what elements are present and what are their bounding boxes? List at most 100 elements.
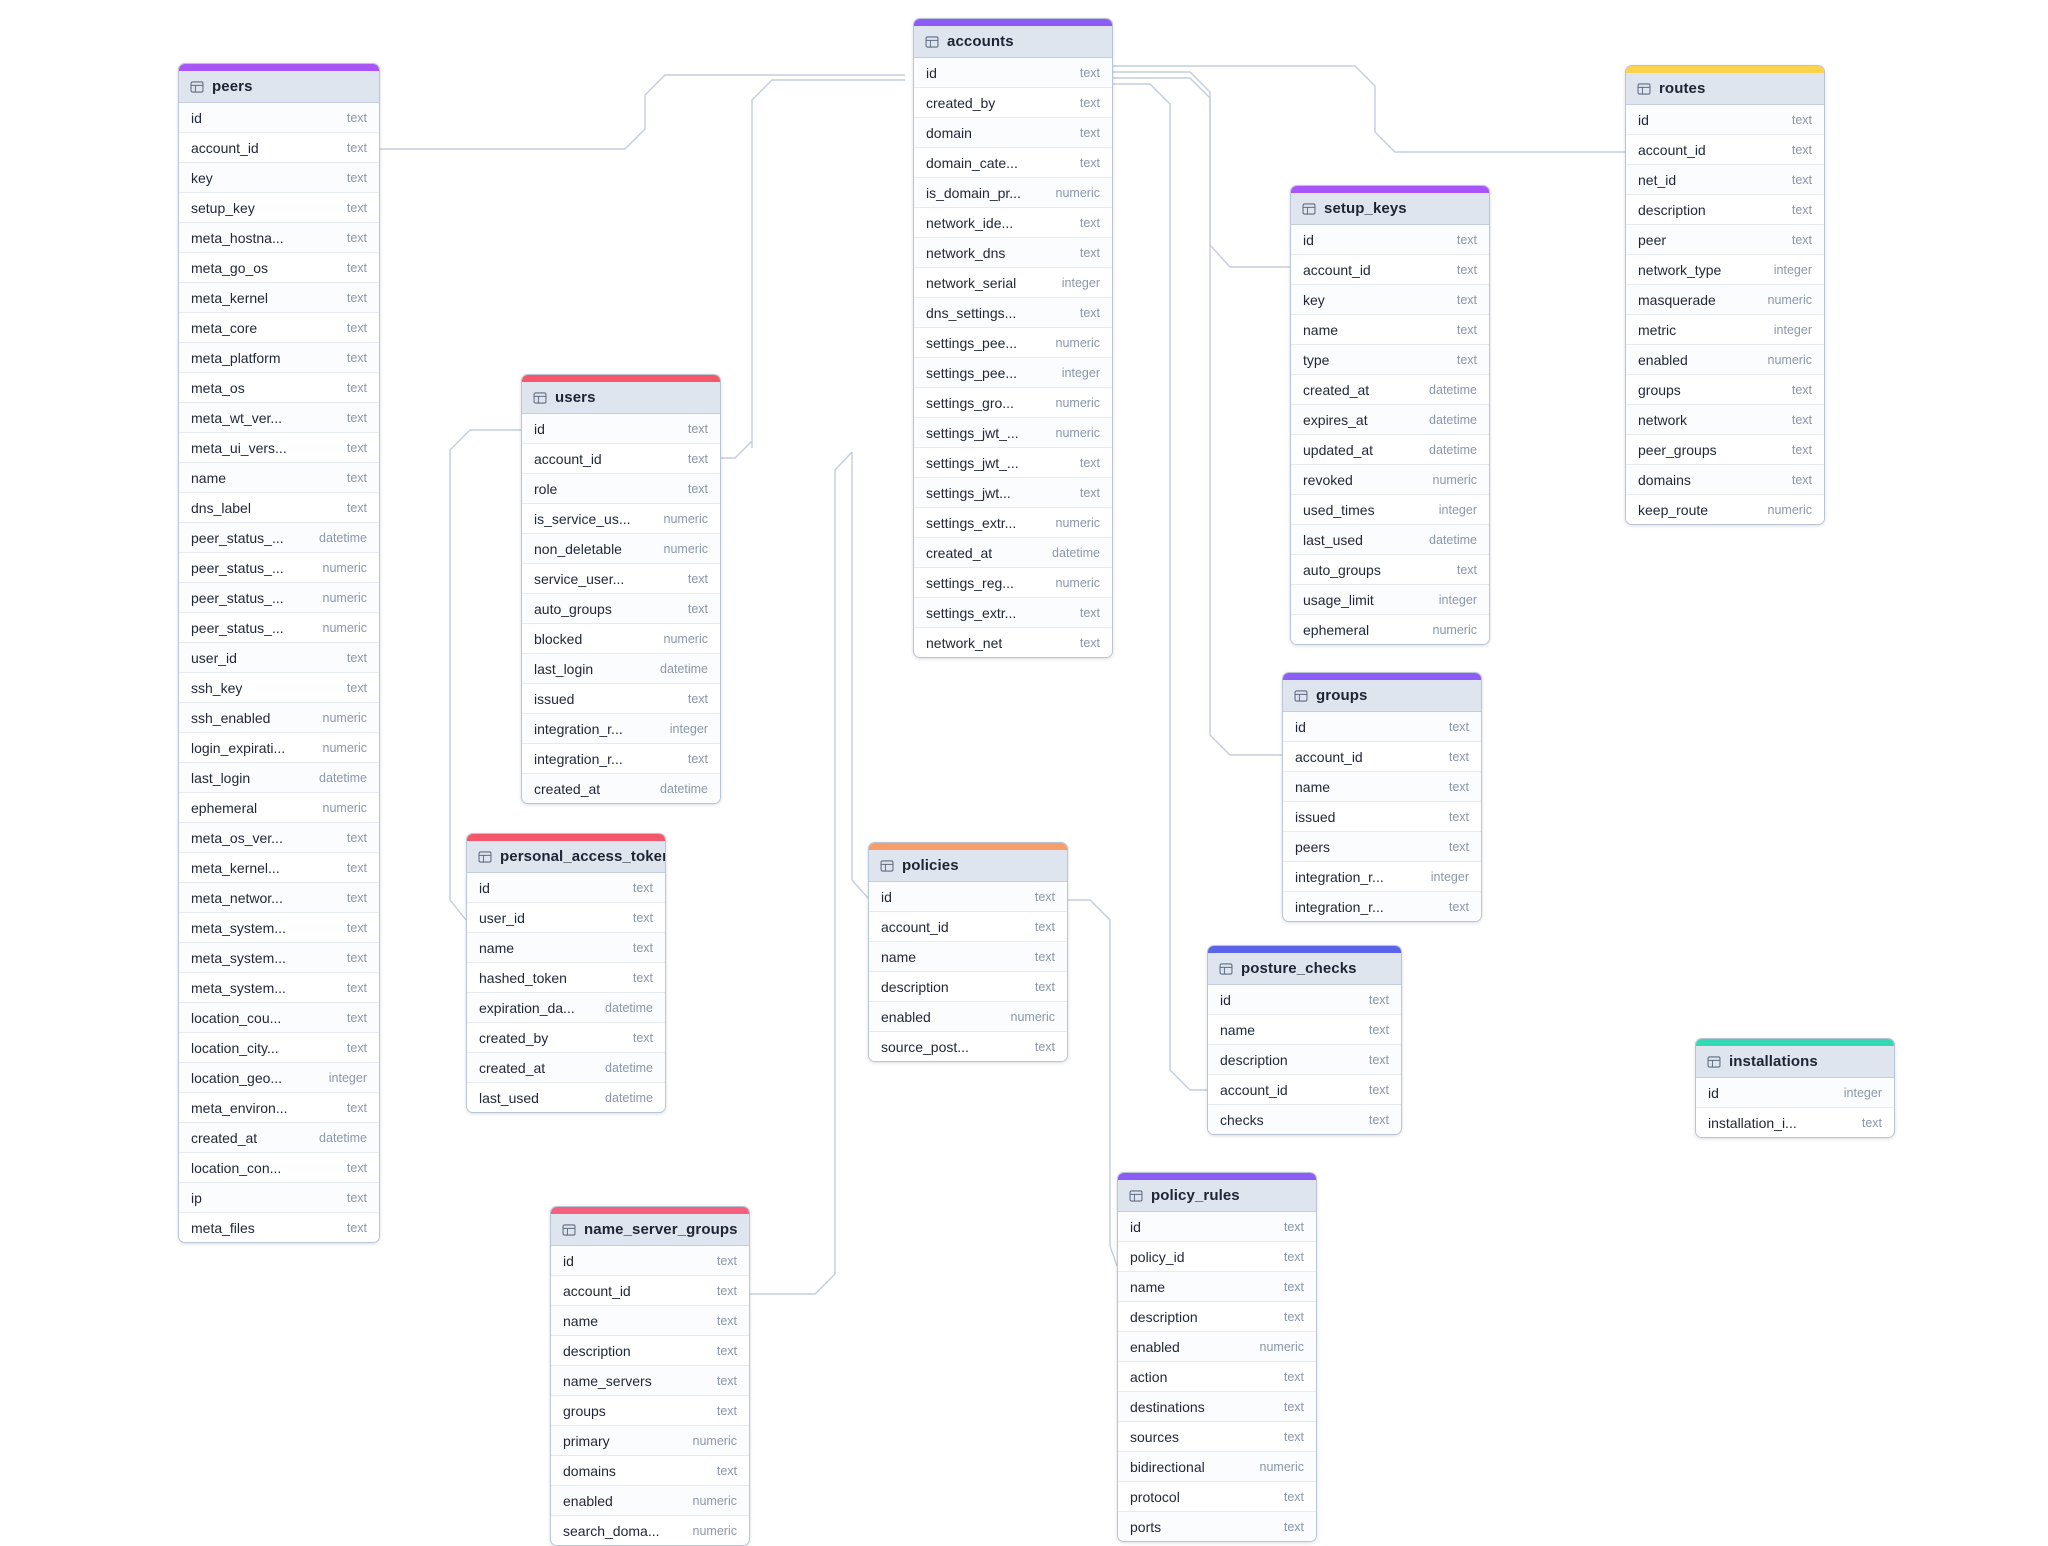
table-row[interactable]: is_service_us...numeric: [522, 504, 720, 534]
table-row[interactable]: settings_extr...text: [914, 598, 1112, 628]
table-row[interactable]: search_doma...numeric: [551, 1516, 749, 1545]
table-header[interactable]: posture_checks: [1208, 953, 1401, 985]
table-row[interactable]: meta_hostna...text: [179, 223, 379, 253]
table-row[interactable]: meta_wt_ver...text: [179, 403, 379, 433]
table-row[interactable]: peer_status_...numeric: [179, 553, 379, 583]
table-row[interactable]: meta_environ...text: [179, 1093, 379, 1123]
table-row[interactable]: integration_r...text: [1283, 892, 1481, 921]
table-row[interactable]: expiration_da...datetime: [467, 993, 665, 1023]
table-row[interactable]: installation_i...text: [1696, 1108, 1894, 1137]
table-row[interactable]: integration_r...integer: [522, 714, 720, 744]
table-row[interactable]: location_geo...integer: [179, 1063, 379, 1093]
table-header[interactable]: accounts: [914, 26, 1112, 58]
table-row[interactable]: integration_r...text: [522, 744, 720, 774]
table-row[interactable]: dns_settings...text: [914, 298, 1112, 328]
table-header[interactable]: peers: [179, 71, 379, 103]
table-header[interactable]: routes: [1626, 73, 1824, 105]
table-row[interactable]: settings_jwt...text: [914, 478, 1112, 508]
table-row[interactable]: meta_system...text: [179, 973, 379, 1003]
table-row[interactable]: settings_extr...numeric: [914, 508, 1112, 538]
table-row[interactable]: settings_jwt_...text: [914, 448, 1112, 478]
table-row[interactable]: meta_networ...text: [179, 883, 379, 913]
table-row[interactable]: location_city...text: [179, 1033, 379, 1063]
table-row[interactable]: settings_reg...numeric: [914, 568, 1112, 598]
table-row[interactable]: settings_pee...numeric: [914, 328, 1112, 358]
table-row[interactable]: meta_os_ver...text: [179, 823, 379, 853]
table-row[interactable]: location_cou...text: [179, 1003, 379, 1033]
table-header[interactable]: policy_rules: [1118, 1180, 1316, 1212]
table-row[interactable]: peer_status_...numeric: [179, 613, 379, 643]
table-row[interactable]: meta_system...text: [179, 943, 379, 973]
table-row[interactable]: network_ide...text: [914, 208, 1112, 238]
table-row[interactable]: integration_r...integer: [1283, 862, 1481, 892]
